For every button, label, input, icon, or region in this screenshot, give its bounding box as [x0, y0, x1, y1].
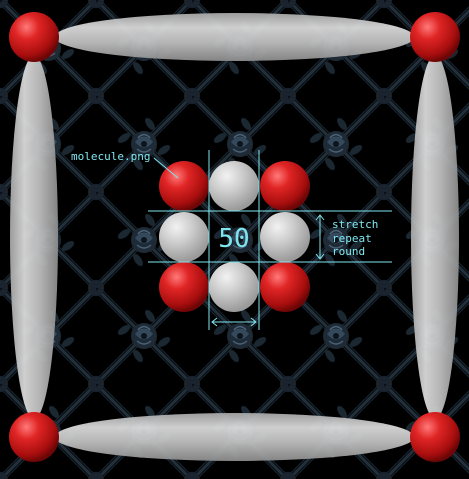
repeat-mode-repeat: repeat: [332, 232, 372, 245]
top-left-corner-atom: [9, 12, 59, 62]
image-label: molecule.png: [71, 150, 150, 163]
source-atom-bottom: [209, 262, 259, 312]
left-edge-bond: [10, 55, 58, 419]
source-atom-top-right: [260, 161, 310, 211]
top-right-corner-atom: [410, 12, 460, 62]
source-atom-left: [159, 212, 209, 262]
slice-guides: [148, 150, 392, 330]
height-dimension-arrow: [315, 214, 325, 260]
bottom-edge-bond: [54, 413, 415, 461]
source-atom-bottom-left: [159, 262, 209, 312]
bottom-left-corner-atom: [9, 412, 59, 462]
source-atom-bottom-right: [260, 262, 310, 312]
source-atom-right: [260, 212, 310, 262]
top-edge-bond: [54, 13, 415, 61]
width-dimension-arrow: [211, 317, 257, 327]
repeat-mode-stretch: stretch: [332, 218, 378, 231]
image-label-leader: [153, 157, 179, 179]
repeat-mode-round: round: [332, 245, 365, 258]
source-image-molecule: [159, 161, 310, 312]
bottom-right-corner-atom: [410, 412, 460, 462]
outer-frame: [9, 12, 460, 462]
right-edge-bond: [411, 55, 459, 419]
source-atom-top: [209, 161, 259, 211]
slice-value: 50: [218, 224, 249, 254]
source-atom-top-left: [159, 161, 209, 211]
